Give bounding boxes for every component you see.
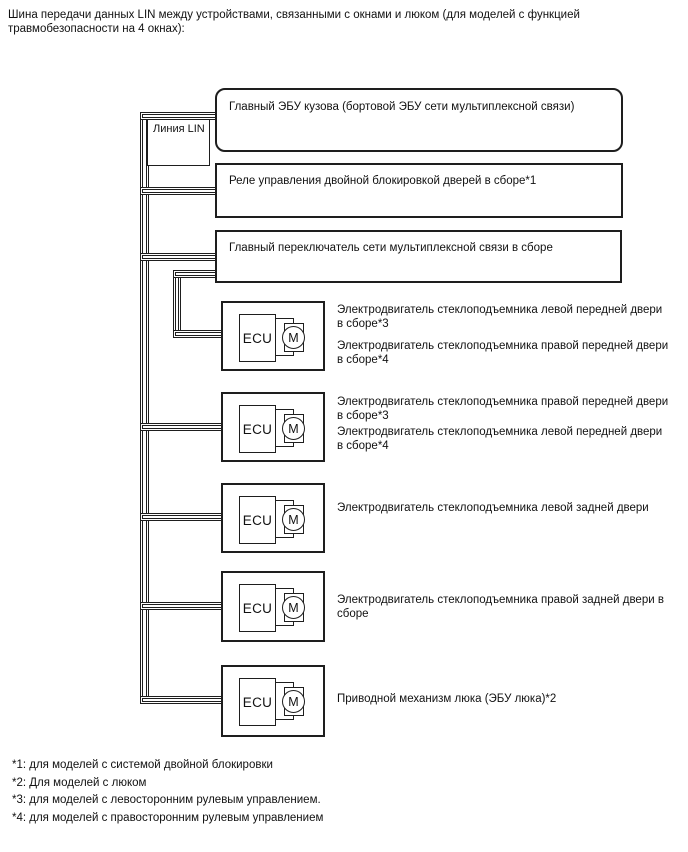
diagram-title: Шина передачи данных LIN между устройств…: [8, 9, 580, 35]
motor-lead-top: [275, 409, 294, 415]
sunroof-ecu-unit: ECU M: [221, 665, 325, 737]
motor-icon: M: [282, 417, 305, 440]
motor-icon: M: [282, 596, 305, 619]
footnote: *4: для моделей с правосторонним рулевым…: [12, 811, 324, 824]
ecu3-description-line: Электродвигатель стеклоподъемника левой …: [337, 502, 649, 514]
motor-lead-bottom: [275, 350, 294, 356]
window-ecu-unit-4: ECU M: [221, 571, 325, 642]
motor-lead-bottom: [275, 441, 294, 447]
window-ecu-unit-3: ECU M: [221, 483, 325, 553]
motor-icon: M: [282, 508, 305, 531]
lin-branch-ecu2-wire: [140, 423, 224, 431]
ecu4-description: Электродвигатель стеклоподъемника правой…: [337, 594, 671, 621]
lin-branch-ecu5-wire: [140, 696, 224, 704]
lin-branch-ecu4-wire: [140, 602, 224, 610]
ecu3-description: Электродвигатель стеклоподъемника левой …: [337, 502, 671, 516]
window-ecu-unit-2: ECU M: [221, 392, 325, 462]
ecu1-description-line: Электродвигатель стеклоподъемника правой…: [337, 340, 669, 366]
double-lock-relay-node: Реле управления двойной блокировкой двер…: [215, 163, 623, 218]
motor-lead-bottom: [275, 620, 294, 626]
lin-link-switch-to-ecu1-upper-wire: [173, 270, 218, 278]
motor-lead-top: [275, 318, 294, 324]
window-ecu-unit-1: ECU M: [221, 301, 325, 371]
ecu-chip-label: ECU: [239, 496, 276, 544]
lin-bus-trunk-wire: [140, 112, 149, 704]
ecu-chip-label: ECU: [239, 678, 276, 726]
master-switch-label: Главный переключатель сети мультиплексно…: [229, 242, 553, 254]
ecu4-description-line: Электродвигатель стеклоподъемника правой…: [337, 594, 664, 620]
footnotes: *1: для моделей с системой двойной блоки…: [12, 757, 323, 827]
master-switch-node: Главный переключатель сети мультиплексно…: [215, 230, 622, 283]
footnote: *3: для моделей с левосторонним рулевым …: [12, 794, 321, 806]
lin-branch-master-switch-wire: [140, 253, 218, 261]
motor-lead-top: [275, 588, 294, 594]
motor-icon: M: [282, 690, 305, 713]
ecu1-description-line: Электродвигатель стеклоподъемника левой …: [337, 304, 663, 330]
lin-link-switch-to-ecu1-vertical-wire: [173, 270, 181, 338]
motor-lead-bottom: [275, 532, 294, 538]
footnote: *1: для моделей с системой двойной блоки…: [12, 759, 273, 771]
ecu5-description-line: Приводной механизм люка (ЭБУ люка)*2: [337, 693, 557, 705]
ecu2-description: Электродвигатель стеклоподъемника правой…: [337, 396, 671, 453]
motor-lead-top: [275, 682, 294, 688]
ecu2-description-line: Электродвигатель стеклоподъемника левой …: [337, 426, 663, 452]
lin-branch-relay-wire: [140, 187, 218, 195]
ecu2-description-line: Электродвигатель стеклоподъемника правой…: [337, 396, 669, 422]
footnote: *2: Для моделей с люком: [12, 776, 147, 789]
motor-icon: M: [282, 326, 305, 349]
ecu5-description: Приводной механизм люка (ЭБУ люка)*2: [337, 693, 671, 707]
body-ecu-node: Главный ЭБУ кузова (бортовой ЭБУ сети му…: [215, 88, 623, 152]
lin-line-label-box: Линия LIN: [147, 119, 210, 166]
ecu-chip-label: ECU: [239, 314, 276, 362]
ecu-chip-label: ECU: [239, 584, 276, 632]
lin-branch-ecu3-wire: [140, 513, 224, 521]
ecu1-description: Электродвигатель стеклоподъемника левой …: [337, 304, 671, 367]
motor-lead-bottom: [275, 714, 294, 720]
body-ecu-label: Главный ЭБУ кузова (бортовой ЭБУ сети му…: [229, 101, 575, 113]
double-lock-relay-label: Реле управления двойной блокировкой двер…: [229, 175, 537, 187]
ecu-chip-label: ECU: [239, 405, 276, 453]
lin-link-switch-to-ecu1-lower-wire: [173, 330, 224, 338]
motor-lead-top: [275, 500, 294, 506]
lin-line-label: Линия LIN: [153, 123, 205, 135]
